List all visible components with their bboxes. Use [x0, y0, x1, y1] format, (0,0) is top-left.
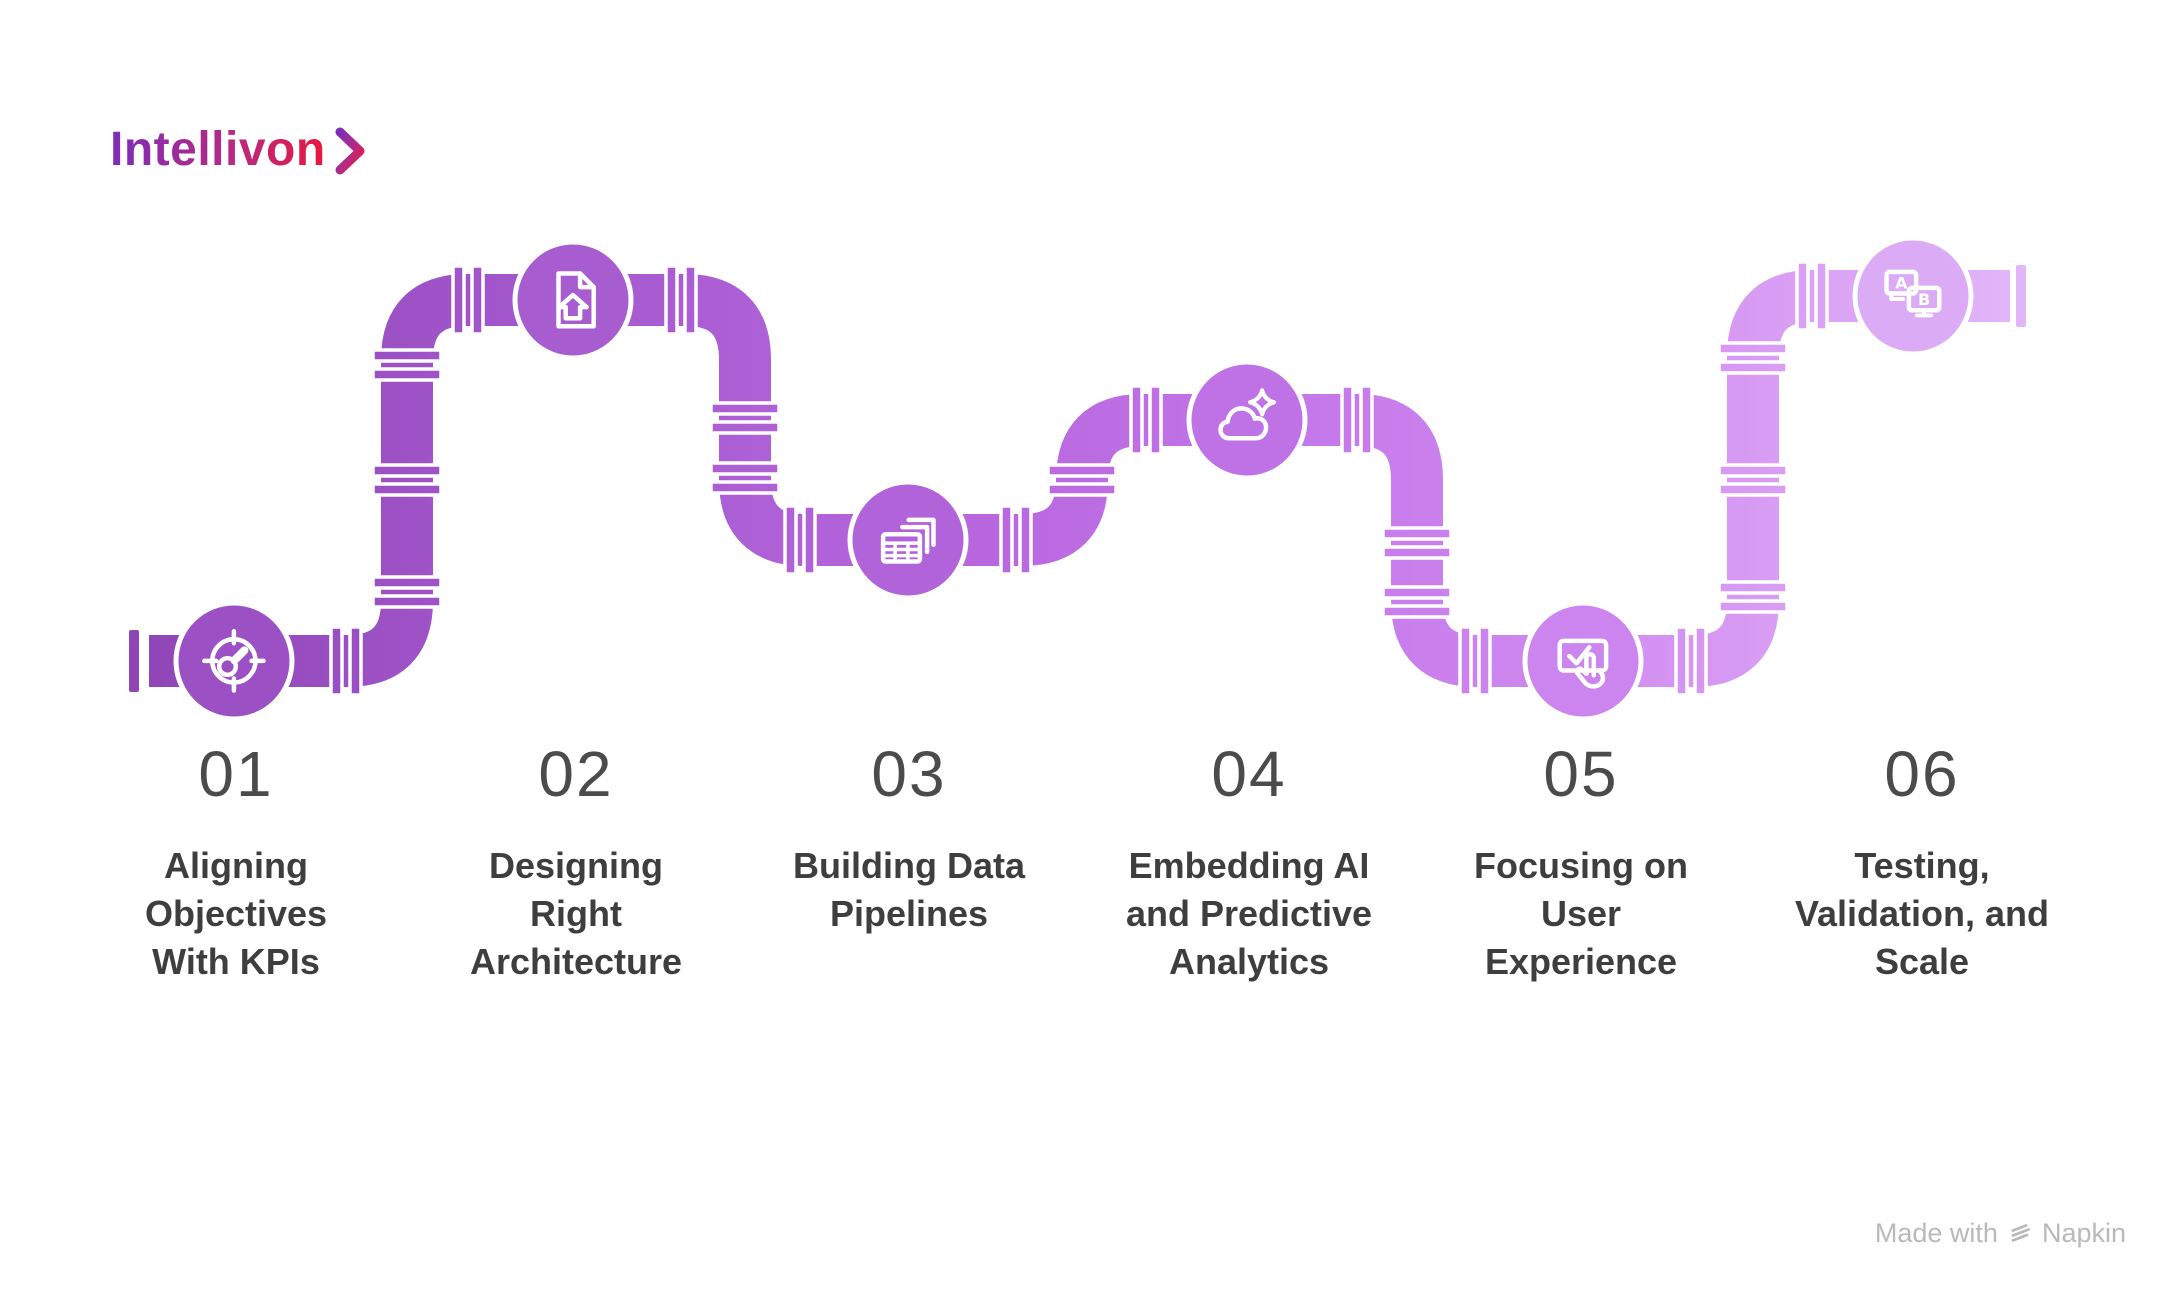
step-2-label: Designing Right Architecture: [469, 845, 683, 982]
step-5-label: Focusing on User Experience: [1474, 845, 1688, 982]
step-3-label: Building Data Pipelines: [793, 845, 1025, 934]
svg-text:A: A: [1895, 273, 1908, 292]
pipe-flanges-horizontal: [329, 260, 1829, 697]
pipe-endcap-right: [2016, 265, 2026, 327]
target-gauge-icon: [202, 629, 266, 693]
stacked-tables-icon: [880, 517, 936, 564]
napkin-logo-icon: [2011, 1223, 2030, 1242]
step-3-number: 03: [871, 738, 947, 810]
step-3-node: [847, 479, 969, 601]
intellivon-logo: Intellivon: [110, 122, 368, 177]
watermark-prefix: Made with: [1874, 1218, 1998, 1248]
pipe-endcap-left: [129, 630, 139, 692]
step-6-node: [1852, 235, 1974, 357]
step-1-label: Aligning Objectives With KPIs: [144, 845, 328, 982]
ai-cloud-sparkle-icon: [1218, 388, 1277, 441]
step-4-label: Embedding AI and Predictive Analytics: [1125, 845, 1373, 982]
ab-test-monitors-icon: A B: [1884, 269, 1942, 318]
pipe-path: [149, 270, 2010, 687]
step-6-number: 06: [1884, 738, 1960, 810]
step-5-number: 05: [1543, 738, 1619, 810]
step-2-number: 02: [538, 738, 614, 810]
pipe-flanges-vertical: [371, 341, 1789, 619]
step-6-label: Testing, Validation, and Scale: [1794, 845, 2050, 982]
logo-chevron-icon: [335, 127, 365, 174]
step-4-number: 04: [1211, 738, 1287, 810]
step-5-node: [1522, 600, 1644, 722]
napkin-watermark: Made with Napkin: [1875, 1218, 2126, 1249]
blueprint-document-icon: [556, 271, 596, 329]
watermark-brand: Napkin: [2041, 1218, 2126, 1248]
touch-check-icon: [1557, 638, 1609, 689]
step-1-number: 01: [198, 738, 274, 810]
svg-text:B: B: [1918, 290, 1930, 309]
logo-wordmark: Intellivon: [110, 123, 326, 176]
step-2-node: [512, 239, 634, 361]
step-4-node: [1186, 359, 1308, 481]
